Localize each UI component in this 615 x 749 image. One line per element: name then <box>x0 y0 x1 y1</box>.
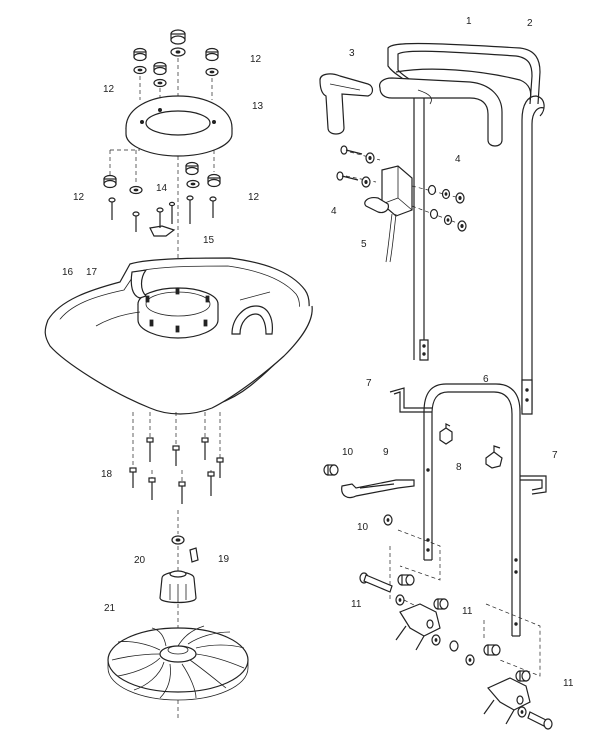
switch-box <box>364 165 413 263</box>
bolt-left-b <box>132 211 140 232</box>
bracket-fasteners-left <box>359 572 459 652</box>
screw-a <box>340 145 363 155</box>
callout-17: 17 <box>86 267 98 278</box>
callout-19: 19 <box>218 554 230 565</box>
cable-hook-right <box>520 475 547 495</box>
callout-6: 6 <box>483 374 489 385</box>
callout-8: 8 <box>456 462 462 473</box>
callout-11-right: 11 <box>563 678 574 689</box>
callout-2: 2 <box>527 18 533 29</box>
hub-washer <box>171 510 185 545</box>
bolt-18-c <box>172 445 180 466</box>
bolt-18-e <box>216 457 224 478</box>
callout-10-lower: 10 <box>357 522 369 533</box>
bolt-18-h <box>207 471 215 496</box>
bolt-18-f <box>148 477 156 500</box>
callout-7-left: 7 <box>366 378 372 389</box>
washer-top-center <box>170 47 186 57</box>
callout-12-bottom-right: 12 <box>248 192 260 203</box>
switch-screws <box>336 145 381 188</box>
callout-4-upper: 4 <box>455 154 461 165</box>
handle-grip-right <box>379 77 503 147</box>
height-lever <box>341 479 415 499</box>
callout-9: 9 <box>383 447 389 458</box>
callout-5: 5 <box>361 239 367 250</box>
callout-7-right: 7 <box>552 450 558 461</box>
callout-20: 20 <box>134 555 146 566</box>
upper-handle-2 <box>395 68 545 415</box>
bolt-18-g <box>178 481 186 504</box>
dashed-bracket-right <box>483 603 541 677</box>
callout-11-left: 11 <box>351 599 362 610</box>
mower-deck-housing <box>44 257 313 415</box>
nut-top-center <box>170 29 186 45</box>
fan-hub <box>159 546 197 604</box>
callout-18: 18 <box>101 469 113 480</box>
clamp-right <box>515 670 531 682</box>
bolt-left-a <box>108 197 116 220</box>
switch-nuts <box>411 184 467 232</box>
cable-hook-left <box>389 387 432 413</box>
ring-plate <box>125 95 233 157</box>
wing-knob-left <box>439 423 453 445</box>
nut-mid <box>153 61 167 88</box>
bolt-right-b <box>209 196 217 218</box>
clamp-left <box>433 598 449 610</box>
cooling-fan <box>107 604 249 720</box>
bracket-fasteners-right <box>465 644 553 730</box>
handle-grip-left <box>319 73 374 135</box>
screw-b <box>336 171 359 181</box>
callout-16: 16 <box>62 267 74 278</box>
bolt-18-a <box>129 467 137 488</box>
wing-knob-right <box>485 445 503 469</box>
callout-10-upper: 10 <box>342 447 354 458</box>
bolt-right-a <box>186 195 194 224</box>
callout-labels: 1 2 3 4 4 5 6 7 7 8 9 10 10 11 11 11 12 … <box>62 16 574 689</box>
top-nuts-and-washers <box>133 29 219 300</box>
bolt-11-left <box>359 572 393 593</box>
deck-bolts <box>129 412 224 504</box>
callout-1: 1 <box>466 16 472 27</box>
lever-washer <box>383 514 393 526</box>
bolt-18-d <box>201 437 209 460</box>
bolt-11-right <box>527 711 553 730</box>
callout-3: 3 <box>349 48 355 59</box>
spacer-left <box>397 574 415 586</box>
callout-12-top-left: 12 <box>103 84 115 95</box>
callout-12-bottom-left: 12 <box>73 192 85 203</box>
callout-14: 14 <box>156 183 168 194</box>
callout-15: 15 <box>203 235 215 246</box>
spacer-right <box>483 644 501 656</box>
callout-21: 21 <box>104 603 116 614</box>
lever-nut <box>323 464 339 476</box>
callout-12-top-right: 12 <box>250 54 262 65</box>
lower-fasteners <box>103 149 221 232</box>
nut-left <box>133 47 147 75</box>
cable-clip <box>149 201 176 237</box>
nut-right <box>205 47 219 77</box>
lower-handle <box>423 383 521 637</box>
callout-13: 13 <box>252 101 264 112</box>
callout-4-lower: 4 <box>331 206 337 217</box>
callout-11-mid: 11 <box>462 606 473 617</box>
bolt-18-b <box>146 437 154 462</box>
key-part <box>189 547 199 563</box>
